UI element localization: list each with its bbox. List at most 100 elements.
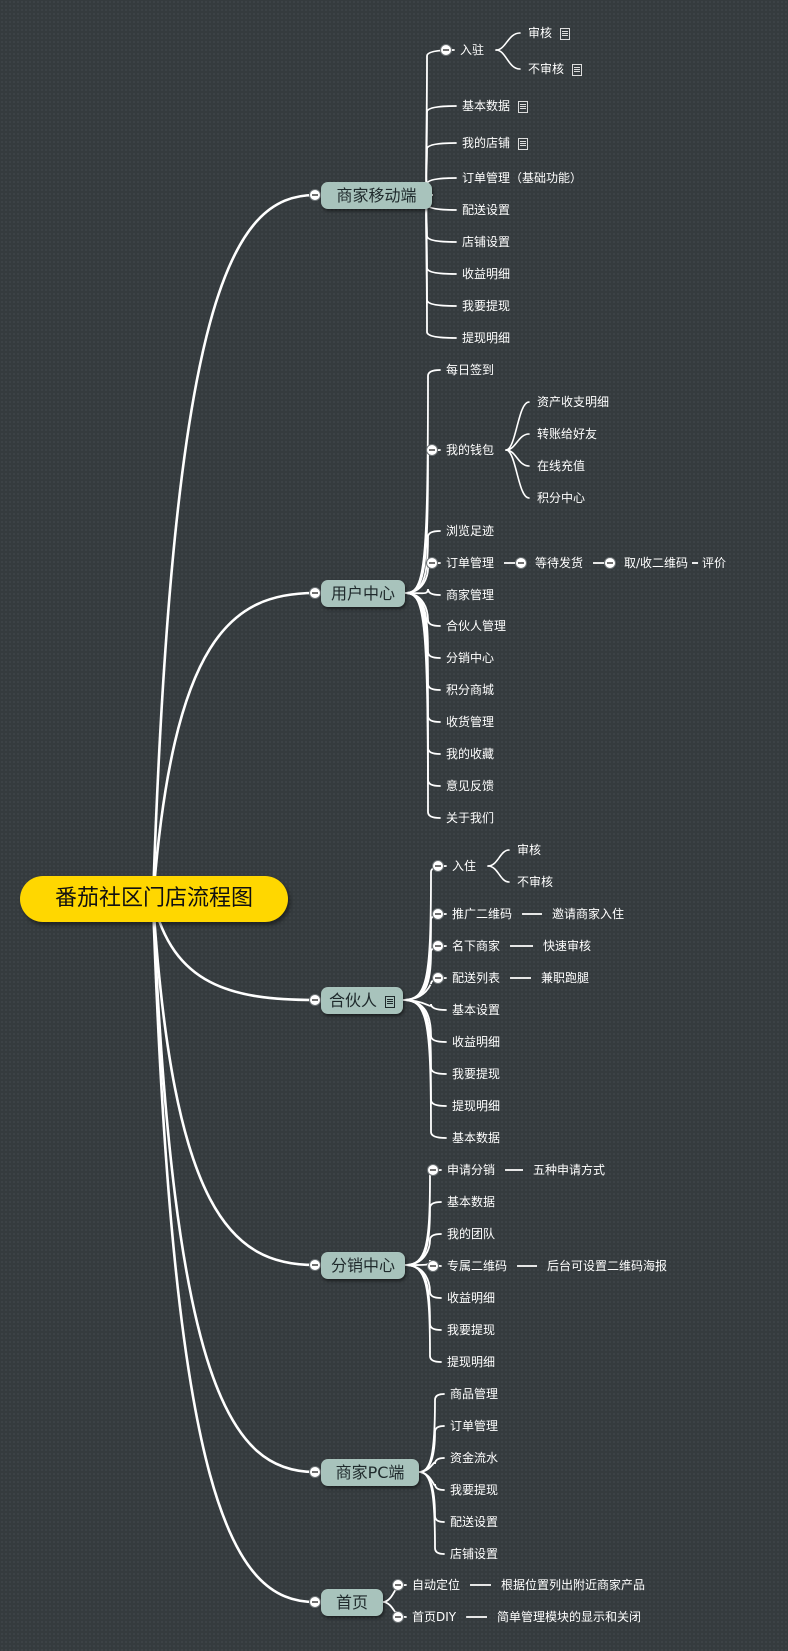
topic-node[interactable]: 收益明细 xyxy=(462,266,510,282)
chain-node[interactable]: 取/收二维码 xyxy=(624,555,688,571)
collapse-toggle-icon[interactable] xyxy=(432,940,444,952)
topic-node[interactable]: 入住 xyxy=(452,858,476,874)
chain-node[interactable]: 根据位置列出附近商家产品 xyxy=(501,1577,645,1593)
collapse-toggle-icon[interactable] xyxy=(426,444,438,456)
chain-node[interactable]: 评价 xyxy=(702,555,726,571)
node-label: 资金流水 xyxy=(450,1451,499,1465)
topic-node[interactable]: 订单管理 xyxy=(450,1418,498,1434)
topic-node[interactable]: 基本设置 xyxy=(452,1002,500,1018)
topic-node[interactable]: 收益明细 xyxy=(447,1290,495,1306)
collapse-toggle-icon[interactable] xyxy=(309,189,321,201)
subtopic-node[interactable]: 审核 xyxy=(517,842,541,858)
chain-node[interactable]: 邀请商家入住 xyxy=(552,906,624,922)
topic-node[interactable]: 收益明细 xyxy=(452,1034,500,1050)
note-icon[interactable] xyxy=(385,995,395,1008)
topic-node[interactable]: 店铺设置 xyxy=(462,234,510,250)
topic-node[interactable]: 我的团队 xyxy=(447,1226,495,1242)
topic-node[interactable]: 我要提现 xyxy=(447,1322,495,1338)
subtopic-node[interactable]: 在线充值 xyxy=(537,458,585,474)
topic-node[interactable]: 基本数据 xyxy=(447,1194,495,1210)
chain-node[interactable]: 简单管理模块的显示和关闭 xyxy=(497,1609,641,1625)
collapse-toggle-icon[interactable] xyxy=(515,557,527,569)
chain-node[interactable]: 快速审核 xyxy=(543,938,591,954)
branch-node-5[interactable]: 首页 xyxy=(321,1589,383,1616)
topic-node[interactable]: 入驻 xyxy=(460,42,484,58)
collapse-toggle-icon[interactable] xyxy=(309,994,321,1006)
topic-node[interactable]: 首页DIY xyxy=(412,1609,456,1625)
topic-node[interactable]: 我的店铺 xyxy=(462,135,529,151)
branch-node-0[interactable]: 商家移动端 xyxy=(321,182,432,209)
topic-node[interactable]: 提现明细 xyxy=(462,330,510,346)
collapse-toggle-icon[interactable] xyxy=(309,1596,321,1608)
topic-node[interactable]: 提现明细 xyxy=(452,1098,500,1114)
topic-node[interactable]: 提现明细 xyxy=(447,1354,495,1370)
chain-node[interactable]: 后台可设置二维码海报 xyxy=(547,1258,667,1274)
collapse-toggle-icon[interactable] xyxy=(432,908,444,920)
subtopic-node[interactable]: 不审核 xyxy=(528,61,583,77)
topic-node[interactable]: 订单管理 xyxy=(446,555,494,571)
collapse-toggle-icon[interactable] xyxy=(392,1579,404,1591)
subtopic-node[interactable]: 积分中心 xyxy=(537,490,585,506)
branch-node-3[interactable]: 分销中心 xyxy=(321,1252,405,1279)
note-icon[interactable] xyxy=(518,100,529,113)
topic-node[interactable]: 我要提现 xyxy=(450,1482,498,1498)
topic-node[interactable]: 收货管理 xyxy=(446,714,494,730)
note-icon[interactable] xyxy=(572,63,583,76)
topic-node[interactable]: 关于我们 xyxy=(446,810,494,826)
branch-label: 商家PC端 xyxy=(335,1463,405,1482)
topic-node[interactable]: 自动定位 xyxy=(412,1577,460,1593)
topic-node[interactable]: 意见反馈 xyxy=(446,778,494,794)
note-icon[interactable] xyxy=(560,27,571,40)
topic-node[interactable]: 我的钱包 xyxy=(446,442,494,458)
collapse-toggle-icon[interactable] xyxy=(440,44,452,56)
node-label: 我的店铺 xyxy=(462,136,511,150)
topic-node[interactable]: 我要提现 xyxy=(462,298,510,314)
subtopic-node[interactable]: 审核 xyxy=(528,25,571,41)
topic-node[interactable]: 浏览足迹 xyxy=(446,523,494,539)
topic-node[interactable]: 积分商城 xyxy=(446,682,494,698)
branch-node-4[interactable]: 商家PC端 xyxy=(321,1459,419,1486)
collapse-toggle-icon[interactable] xyxy=(432,860,444,872)
collapse-toggle-icon[interactable] xyxy=(426,557,438,569)
collapse-toggle-icon[interactable] xyxy=(427,1164,439,1176)
topic-node[interactable]: 配送设置 xyxy=(462,202,510,218)
subtopic-node[interactable]: 资产收支明细 xyxy=(537,394,609,410)
topic-node[interactable]: 合伙人管理 xyxy=(446,618,506,634)
connector-line xyxy=(505,449,530,499)
collapse-toggle-icon[interactable] xyxy=(392,1611,404,1623)
topic-node[interactable]: 配送列表 xyxy=(452,970,500,986)
topic-node[interactable]: 资金流水 xyxy=(450,1450,498,1466)
topic-node[interactable]: 店铺设置 xyxy=(450,1546,498,1562)
chain-node[interactable]: 等待发货 xyxy=(535,555,583,571)
note-icon[interactable] xyxy=(518,137,529,150)
collapse-toggle-icon[interactable] xyxy=(309,1259,321,1271)
topic-node[interactable]: 我的收藏 xyxy=(446,746,494,762)
topic-node[interactable]: 配送设置 xyxy=(450,1514,498,1530)
subtopic-node[interactable]: 不审核 xyxy=(517,874,553,890)
topic-node[interactable]: 我要提现 xyxy=(452,1066,500,1082)
topic-node[interactable]: 推广二维码 xyxy=(452,906,512,922)
topic-node[interactable]: 名下商家 xyxy=(452,938,500,954)
topic-node[interactable]: 基本数据 xyxy=(462,98,529,114)
topic-node[interactable]: 基本数据 xyxy=(452,1130,500,1146)
topic-node[interactable]: 分销中心 xyxy=(446,650,494,666)
topic-node[interactable]: 商家管理 xyxy=(446,587,494,603)
branch-node-2[interactable]: 合伙人 xyxy=(321,987,403,1014)
collapse-toggle-icon[interactable] xyxy=(309,1466,321,1478)
topic-node[interactable]: 每日签到 xyxy=(446,362,494,378)
branch-node-1[interactable]: 用户中心 xyxy=(321,580,405,607)
topic-node[interactable]: 申请分销 xyxy=(447,1162,495,1178)
node-label: 意见反馈 xyxy=(446,779,495,793)
collapse-toggle-icon[interactable] xyxy=(604,557,616,569)
topic-node[interactable]: 专属二维码 xyxy=(447,1258,507,1274)
collapse-toggle-icon[interactable] xyxy=(309,587,321,599)
chain-node[interactable]: 五种申请方式 xyxy=(533,1162,605,1178)
topic-node[interactable]: 订单管理（基础功能） xyxy=(462,170,582,186)
topic-node[interactable]: 商品管理 xyxy=(450,1386,498,1402)
subtopic-node[interactable]: 转账给好友 xyxy=(537,426,597,442)
collapse-toggle-icon[interactable] xyxy=(427,1260,439,1272)
root-node[interactable]: 番茄社区门店流程图 xyxy=(20,876,288,922)
collapse-toggle-icon[interactable] xyxy=(432,972,444,984)
connector-line xyxy=(402,913,447,1001)
chain-node[interactable]: 兼职跑腿 xyxy=(541,970,589,986)
